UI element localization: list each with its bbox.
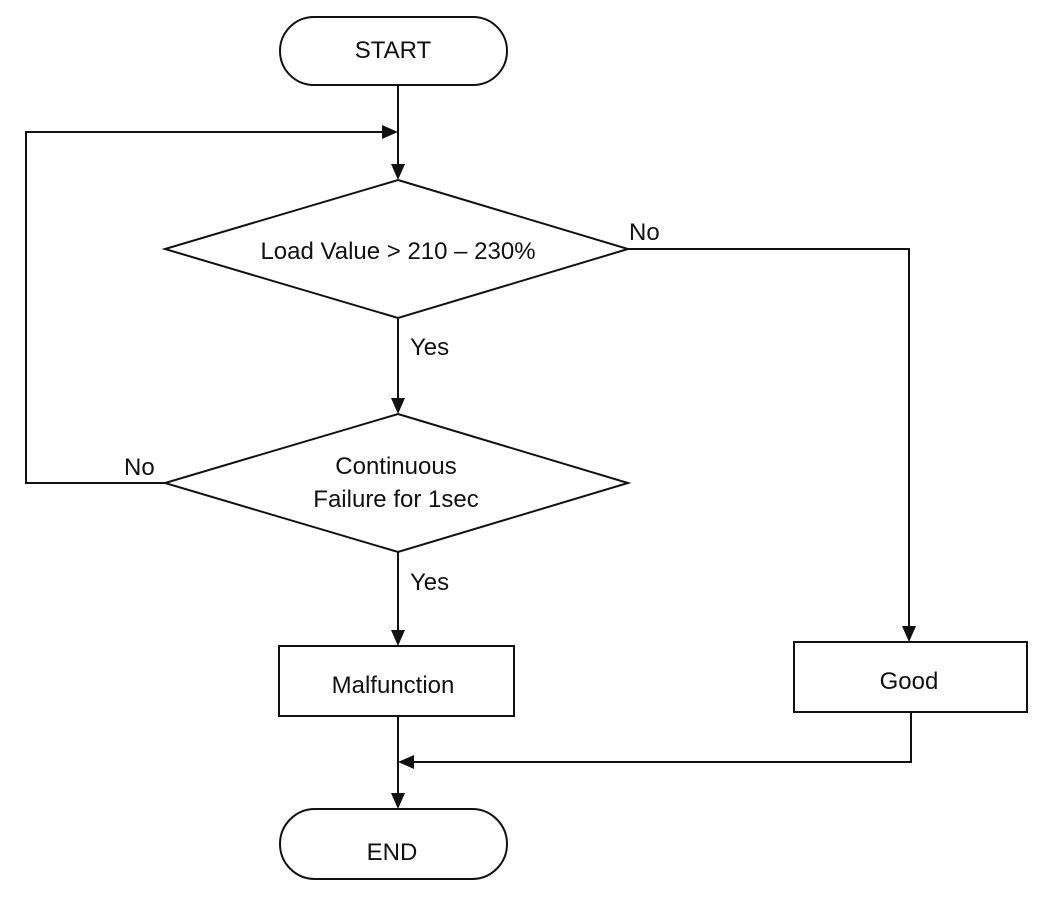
continuous-failure-label-line2: Failure for 1sec: [313, 486, 478, 513]
arrow-head-icon: [902, 626, 916, 642]
arrow-head-icon: [398, 755, 414, 769]
connector-malfunction-to-end: [391, 716, 405, 809]
connector-start-to-load: [391, 85, 405, 180]
start-node: START: [279, 16, 508, 86]
load-no-label: No: [629, 219, 660, 246]
end-label: END: [367, 839, 418, 866]
load-value-decision: Load Value > 210 – 230%: [161, 178, 632, 320]
arrow-head-icon: [391, 630, 405, 646]
malfunction-node: Malfunction: [278, 645, 515, 717]
arrow-head-icon: [391, 398, 405, 414]
good-node: Good: [793, 641, 1028, 713]
start-label: START: [355, 37, 432, 64]
load-yes-label: Yes: [410, 334, 449, 361]
connector-continuous-no-loop: No: [25, 125, 398, 484]
continuous-failure-decision: Continuous Failure for 1sec: [161, 412, 632, 554]
connector-load-yes: Yes: [391, 318, 449, 414]
continuous-failure-label-line1: Continuous: [335, 453, 456, 480]
arrow-head-icon: [382, 125, 398, 139]
continuous-yes-label: Yes: [410, 569, 449, 596]
arrow-head-icon: [391, 793, 405, 809]
arrow-head-icon: [391, 164, 405, 180]
connector-continuous-yes: Yes: [391, 552, 449, 646]
continuous-no-label: No: [124, 454, 155, 481]
malfunction-label: Malfunction: [332, 672, 455, 699]
load-value-label: Load Value > 210 – 230%: [260, 238, 535, 265]
good-label: Good: [880, 668, 939, 695]
end-node: END: [279, 808, 508, 880]
connector-good-to-merge: [398, 712, 912, 769]
connector-load-no: No: [628, 219, 916, 642]
